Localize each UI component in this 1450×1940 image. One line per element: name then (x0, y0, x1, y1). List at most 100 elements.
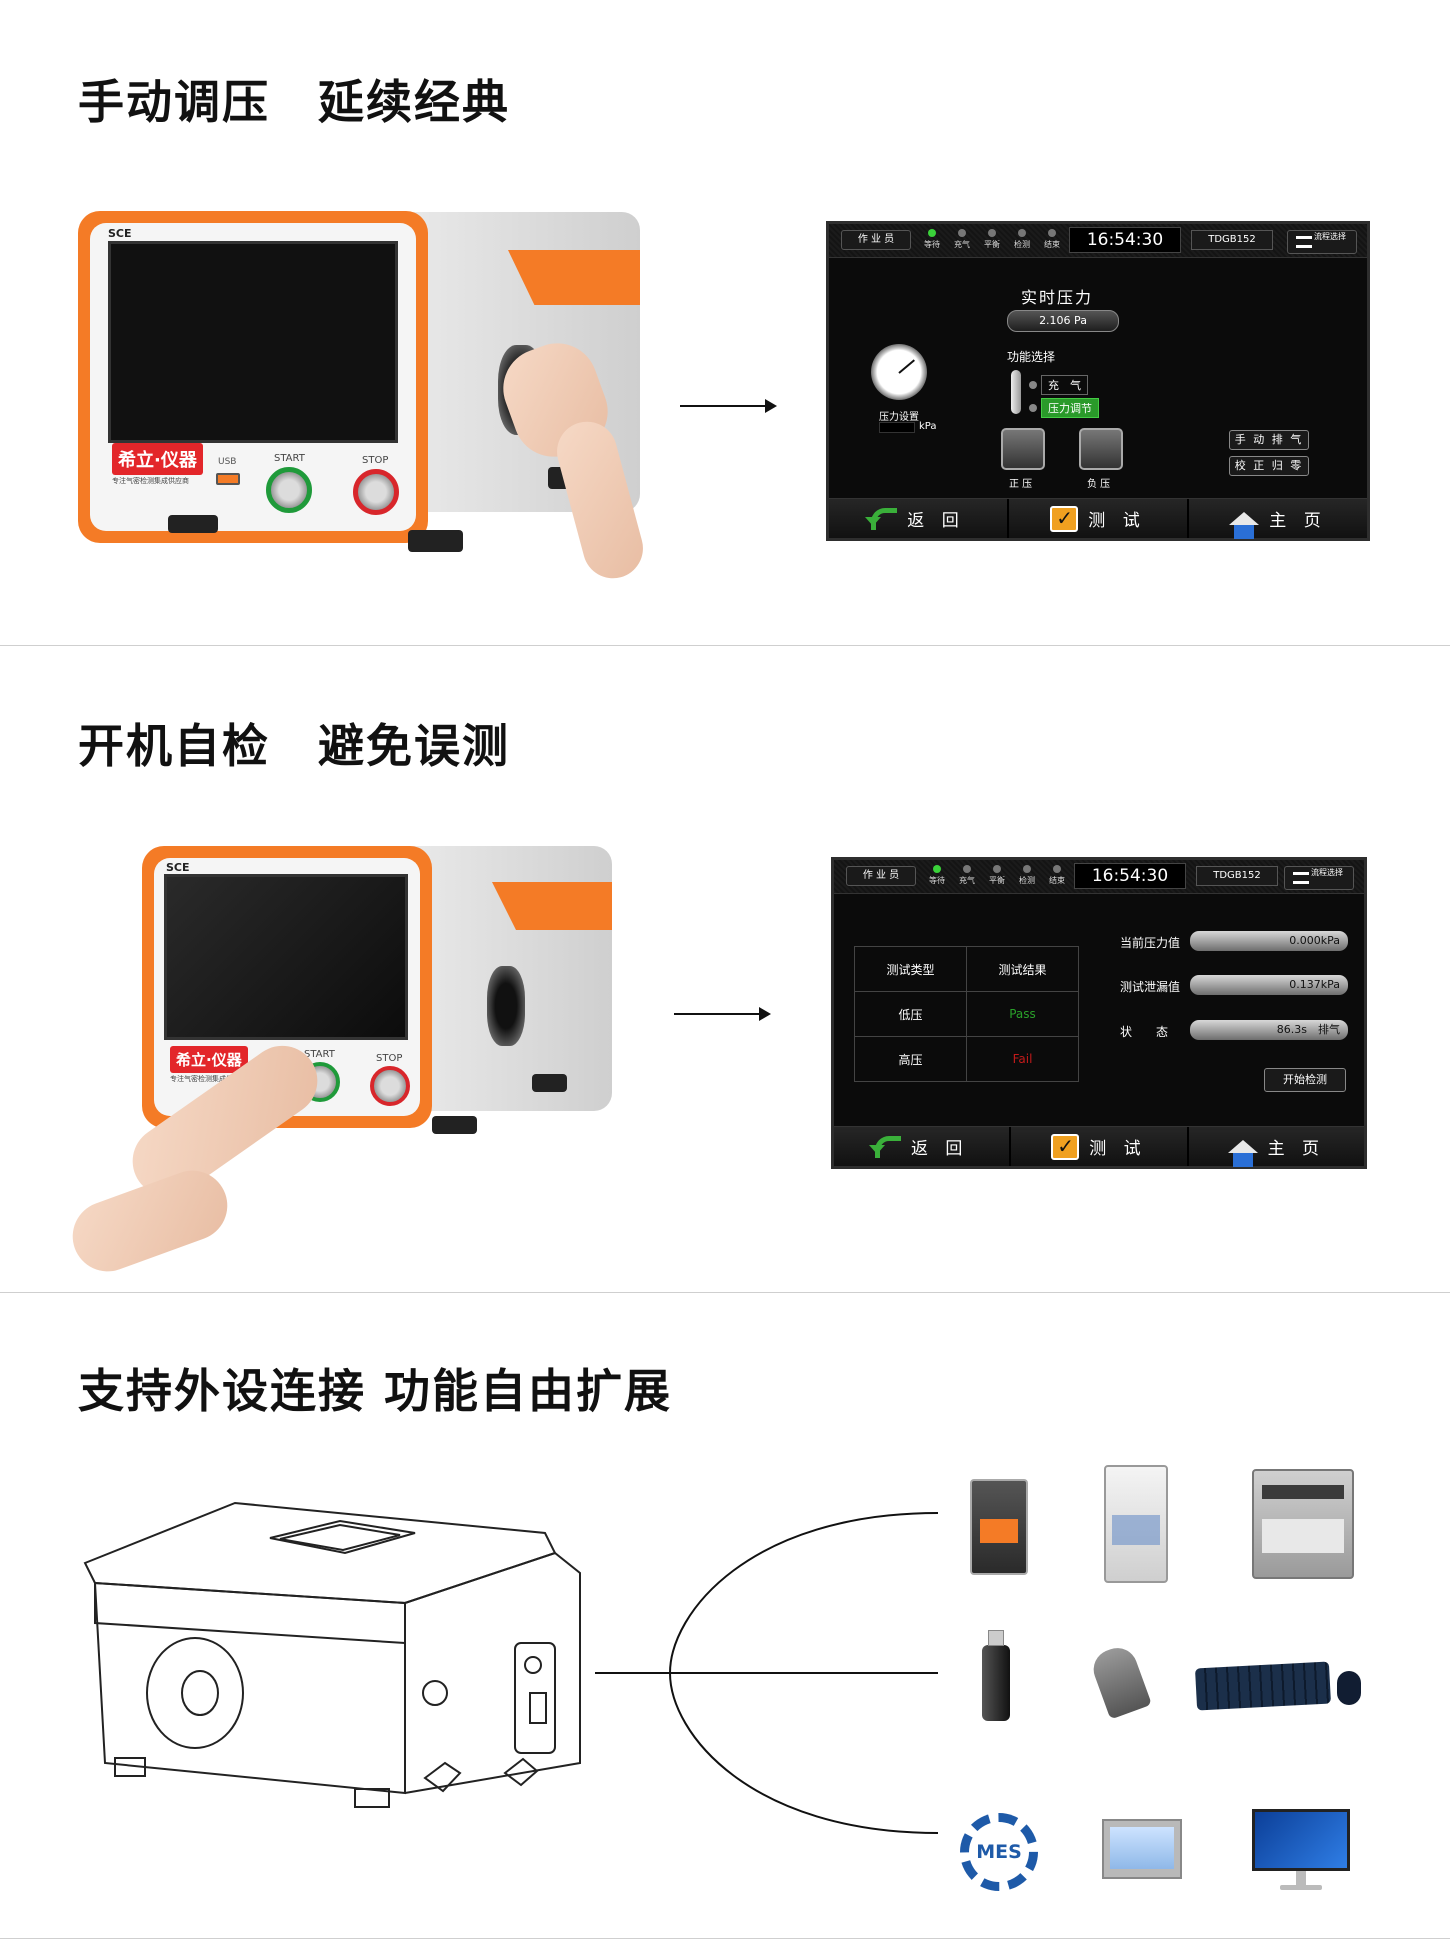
realtime-pressure-value: 2.106 Pa (1007, 310, 1119, 332)
step-label: 检测 (1014, 240, 1030, 249)
brand-subtitle: 专注气密检测集成供应商 (112, 477, 189, 485)
nav-home-button[interactable]: 主 页 (1188, 1127, 1364, 1167)
manual-exhaust-button[interactable]: 手 动 排 气 (1229, 430, 1309, 450)
device-line-drawing (83, 1501, 581, 1808)
operator-field[interactable]: 作 业 员 (846, 866, 916, 886)
process-steps: 等待 充气 平衡 检测 结束 (921, 227, 1063, 255)
test-type: 低压 (854, 991, 967, 1037)
result-table: 测试类型 测试结果 低压 Pass 高压 Fail (854, 946, 1079, 1082)
home-icon (1229, 512, 1260, 539)
device-screen (164, 874, 408, 1040)
process-steps: 等待 充气 平衡 检测 结束 (926, 863, 1068, 891)
table-row: 低压 Pass (854, 991, 1079, 1037)
device-logo: SCE (108, 227, 132, 240)
brand-logo: 希立·仪器 (170, 1046, 248, 1073)
status-label: 状 态 (1120, 1025, 1169, 1039)
section-title: 开机自检 避免误测 (78, 719, 510, 773)
screen-self-check: 作 业 员 等待 充气 平衡 检测 结束 16:54:30 TDGB152 流程… (831, 857, 1367, 1169)
flow-select-button[interactable]: 流程选择 (1287, 230, 1357, 254)
current-pressure-value: 0.000kPa (1190, 931, 1348, 951)
thermometer-icon (1011, 370, 1021, 414)
nav-home-button[interactable]: 主 页 (1189, 499, 1367, 539)
negative-label: 负 压 (1087, 479, 1111, 490)
step-label: 平衡 (984, 240, 1000, 249)
step-label: 结束 (1049, 876, 1065, 885)
pressure-setting-input[interactable] (879, 422, 915, 433)
step-label: 等待 (924, 240, 940, 249)
usb-drive-icon (982, 1645, 1010, 1721)
nav-test-button[interactable]: 测 试 (1009, 499, 1189, 538)
section-manual-pressure: 手动调压 延续经典 SCE 希立·仪器 专注气密检测集成供应商 USB STAR… (0, 0, 1450, 646)
unit-label: kPa (919, 421, 937, 432)
charge-option[interactable]: 充 气 (1041, 375, 1088, 395)
step-label: 检测 (1019, 876, 1035, 885)
flow-icon (1296, 236, 1312, 248)
pressure-adjust-option[interactable]: 压力调节 (1041, 398, 1099, 418)
back-icon (868, 1135, 901, 1158)
positive-pressure-button[interactable] (1001, 428, 1045, 470)
start-label: START (304, 1049, 335, 1060)
flow-icon (1293, 872, 1309, 884)
usb-port[interactable] (216, 473, 240, 485)
test-icon (1051, 1133, 1080, 1160)
section-title: 手动调压 延续经典 (78, 75, 510, 129)
table-header: 测试类型 (854, 946, 967, 992)
table-header-row: 测试类型 测试结果 (854, 946, 1079, 992)
current-pressure-label: 当前压力值 (1120, 936, 1181, 950)
pressure-gauge-icon (871, 344, 927, 400)
step-label: 充气 (959, 876, 975, 885)
nav-test-button[interactable]: 测 试 (1011, 1127, 1189, 1166)
screen-manual-pressure: 作 业 员 等待 充气 平衡 检测 结束 16:54:30 TDGB152 流程… (826, 221, 1370, 541)
test-result: Pass (966, 991, 1079, 1037)
arrow-icon (674, 1007, 771, 1021)
table-row: 高压 Fail (854, 1036, 1079, 1082)
start-check-button[interactable]: 开始检测 (1264, 1068, 1346, 1092)
monitor-icon (1252, 1809, 1350, 1871)
model-field[interactable]: TDGB152 (1191, 230, 1273, 250)
nav-back-button[interactable]: 返 回 (829, 499, 1009, 538)
test-icon (1050, 505, 1079, 532)
start-button[interactable] (266, 467, 312, 513)
section-peripherals: 支持外设连接 功能自由扩展 (0, 1293, 1450, 1940)
connection-lines (595, 1512, 939, 1834)
keyboard-icon (1194, 1661, 1332, 1711)
device-photo: SCE 希立·仪器 专注气密检测集成供应商 USB START STOP (78, 205, 640, 565)
mouse-icon (1337, 1671, 1361, 1705)
leak-value: 0.137kPa (1190, 975, 1348, 995)
stop-label: STOP (362, 455, 389, 466)
test-type: 高压 (854, 1036, 967, 1082)
stop-button[interactable] (353, 469, 399, 515)
status-value: 86.3s 排气 (1190, 1020, 1348, 1040)
test-result: Fail (966, 1036, 1079, 1082)
model-field[interactable]: TDGB152 (1196, 866, 1278, 886)
calibrate-zero-button[interactable]: 校 正 归 零 (1229, 456, 1309, 476)
stop-label: STOP (376, 1053, 403, 1064)
home-icon (1227, 1140, 1258, 1167)
operator-field[interactable]: 作 业 员 (841, 230, 911, 250)
step-label: 平衡 (989, 876, 1005, 885)
clock: 16:54:30 (1069, 227, 1181, 253)
negative-pressure-button[interactable] (1079, 428, 1123, 470)
nav-back-button[interactable]: 返 回 (834, 1127, 1012, 1166)
clock: 16:54:30 (1074, 863, 1186, 889)
step-label: 等待 (929, 876, 945, 885)
positive-label: 正 压 (1009, 479, 1033, 490)
device-screen (108, 241, 398, 443)
leak-label: 测试泄漏值 (1120, 980, 1181, 994)
step-label: 结束 (1044, 240, 1060, 249)
brand-logo: 希立·仪器 (112, 443, 203, 475)
arrow-icon (680, 399, 777, 413)
brand-subtitle: 专注气密检测集成供应商 (170, 1075, 247, 1083)
stop-button[interactable] (370, 1066, 410, 1106)
flow-select-button[interactable]: 流程选择 (1284, 866, 1354, 890)
realtime-pressure-label: 实时压力 (1021, 288, 1094, 307)
section-title: 支持外设连接 功能自由扩展 (78, 1364, 673, 1418)
barcode-scanner-icon (1088, 1642, 1152, 1720)
mes-icon: MES (960, 1813, 1038, 1891)
back-icon (865, 507, 898, 530)
start-label: START (274, 453, 305, 464)
usb-label: USB (218, 457, 237, 467)
device-logo: SCE (166, 861, 190, 874)
pressure-setting-label: 压力设置 (879, 412, 919, 423)
function-select-label: 功能选择 (1007, 350, 1056, 364)
